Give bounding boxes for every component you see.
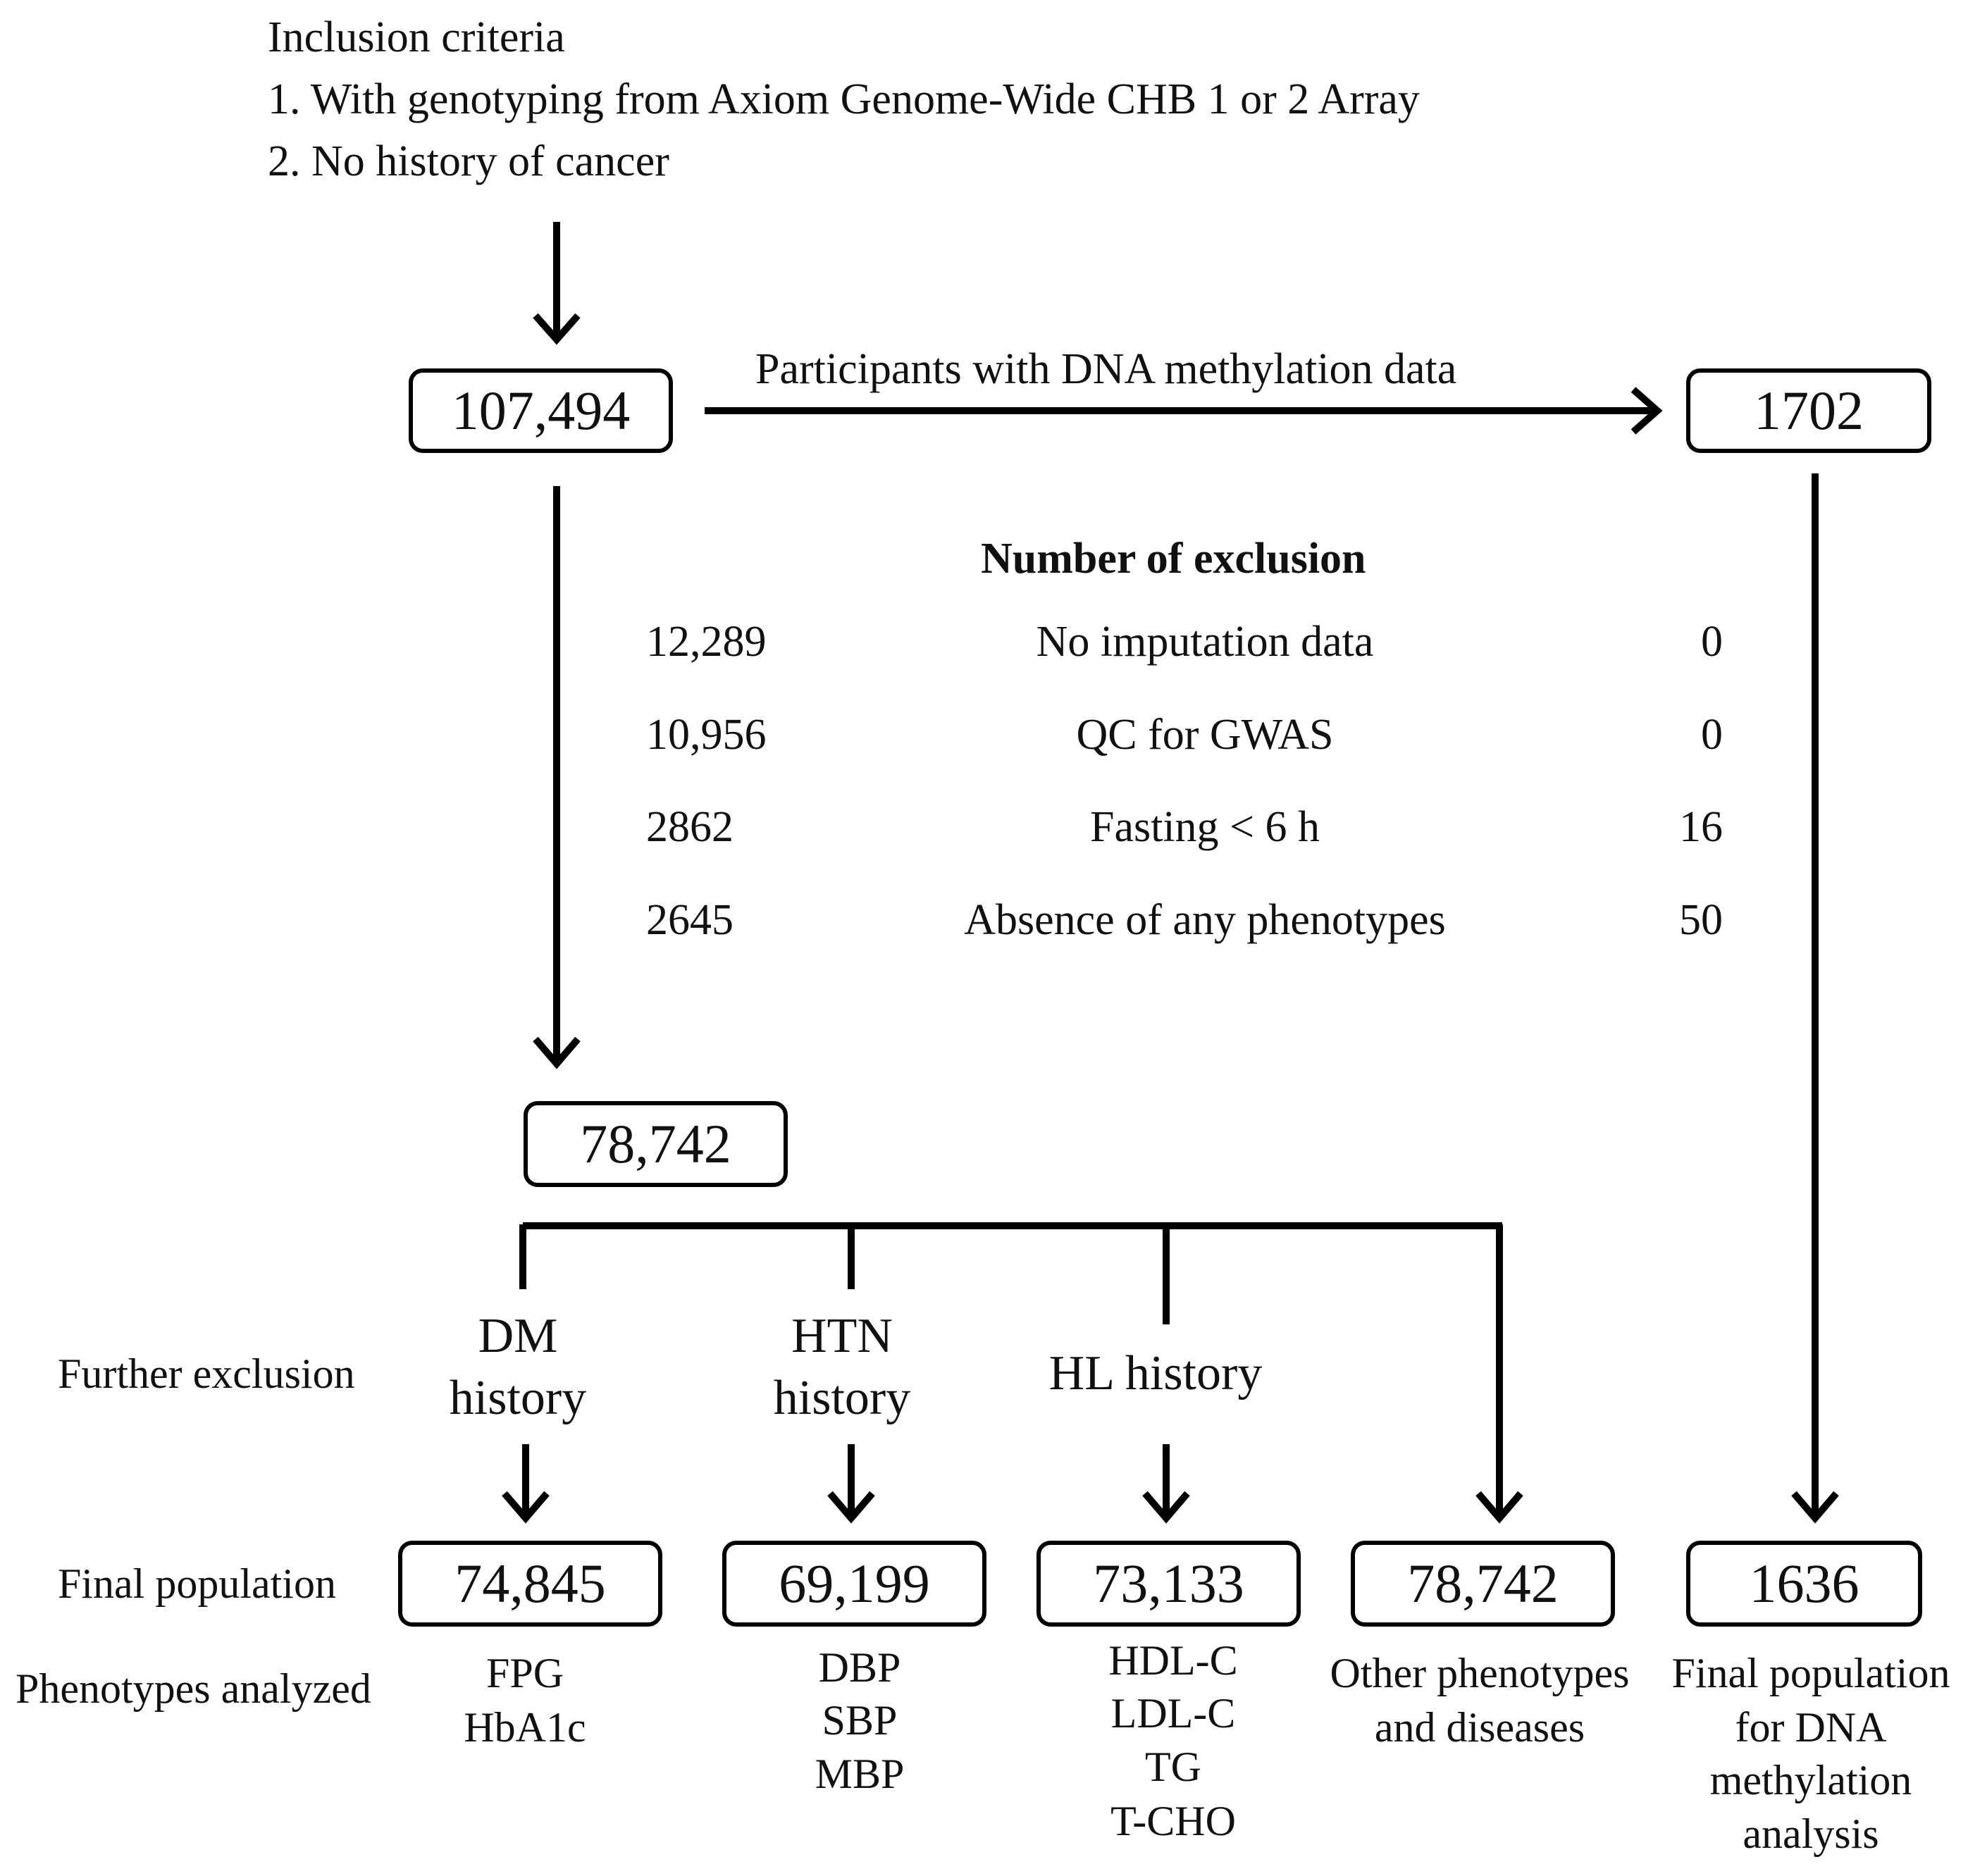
further-exclusion-htn-line-1: HTN [791, 1309, 893, 1363]
phenotype-hl-3: TG [1145, 1744, 1201, 1790]
box-final-methylation: 1636 [1686, 1541, 1922, 1627]
arrow-methylation-final-head [1791, 1491, 1839, 1524]
box-initial-value: 107,494 [451, 380, 631, 441]
exclusion-row-2-right: 0 [1701, 711, 1723, 759]
phenotype-methylation-2: for DNA [1735, 1704, 1887, 1751]
arrow-methylation-head [1630, 387, 1663, 435]
exclusion-row-2-reason: QC for GWAS [1076, 711, 1334, 759]
exclusion-row-3-right: 16 [1679, 803, 1723, 851]
inclusion-criterion-1: 1. With genotyping from Axiom Genome-Wid… [268, 75, 1420, 123]
further-exclusion-hl: HL history [1048, 1346, 1263, 1400]
box-methylation: 1702 [1686, 368, 1931, 453]
box-methylation-value: 1702 [1754, 380, 1864, 441]
arrow-hl-head [1142, 1491, 1190, 1524]
box-final-methylation-value: 1636 [1749, 1553, 1859, 1614]
box-final-hl: 73,133 [1036, 1541, 1301, 1627]
box-final-other-value: 78,742 [1407, 1553, 1559, 1614]
phenotype-htn-3: MBP [815, 1751, 905, 1797]
arrow-main-head [533, 1036, 581, 1069]
phenotype-other-1: Other phenotypes [1330, 1650, 1630, 1696]
phenotype-other-2: and diseases [1374, 1704, 1585, 1751]
arrow-dm-head [502, 1491, 550, 1524]
further-exclusion-dm-line-2: history [449, 1371, 587, 1425]
phenotype-methylation-1: Final population [1671, 1650, 1950, 1696]
exclusion-row-3-left: 2862 [646, 803, 734, 851]
inclusion-title: Inclusion criteria [268, 13, 565, 61]
box-final-htn: 69,199 [722, 1541, 986, 1627]
phenotype-htn-2: SBP [822, 1697, 898, 1744]
phenotype-dm-2: HbA1c [464, 1704, 586, 1751]
box-final-other: 78,742 [1351, 1541, 1615, 1627]
box-final-hl-value: 73,133 [1093, 1553, 1244, 1614]
box-final-dm: 74,845 [398, 1541, 662, 1627]
exclusion-row-4-right: 50 [1679, 896, 1723, 944]
arrow-htn-head [827, 1491, 875, 1524]
box-final-dm-value: 74,845 [454, 1553, 606, 1614]
exclusion-row-4-reason: Absence of any phenotypes [964, 896, 1446, 944]
phenotype-htn-1: DBP [818, 1644, 901, 1691]
row-label-phenotypes-analyzed: Phenotypes analyzed [16, 1665, 371, 1712]
arrow-inclusion-head [533, 313, 581, 345]
exclusion-row-3-reason: Fasting < 6 h [1089, 803, 1320, 851]
phenotype-methylation-4: analysis [1743, 1810, 1879, 1857]
row-label-further-exclusion: Further exclusion [58, 1350, 355, 1397]
exclusion-heading: Number of exclusion [981, 535, 1366, 583]
exclusion-row-1-reason: No imputation data [1036, 618, 1374, 666]
box-final-htn-value: 69,199 [779, 1553, 930, 1614]
phenotype-dm-1: FPG [485, 1650, 564, 1696]
box-after-exclusion-value: 78,742 [580, 1113, 731, 1174]
branch-other-head [1475, 1491, 1523, 1524]
exclusion-row-4-left: 2645 [646, 896, 734, 944]
exclusion-row-2-left: 10,956 [646, 711, 767, 759]
methylation-arrow-label: Participants with DNA methylation data [755, 345, 1457, 393]
box-initial: 107,494 [409, 368, 673, 453]
exclusion-row-1-right: 0 [1701, 618, 1723, 666]
box-after-exclusion: 78,742 [524, 1101, 788, 1187]
inclusion-criterion-2: 2. No history of cancer [268, 137, 669, 185]
row-label-final-population: Final population [58, 1560, 336, 1607]
phenotype-methylation-3: methylation [1709, 1757, 1912, 1803]
further-exclusion-dm-line-1: DM [478, 1309, 558, 1363]
further-exclusion-htn-line-2: history [773, 1371, 911, 1425]
exclusion-row-1-left: 12,289 [646, 618, 767, 666]
phenotype-hl-4: T-CHO [1110, 1798, 1236, 1844]
phenotype-hl-2: LDL-C [1110, 1690, 1236, 1737]
phenotype-hl-1: HDL-C [1108, 1637, 1238, 1684]
